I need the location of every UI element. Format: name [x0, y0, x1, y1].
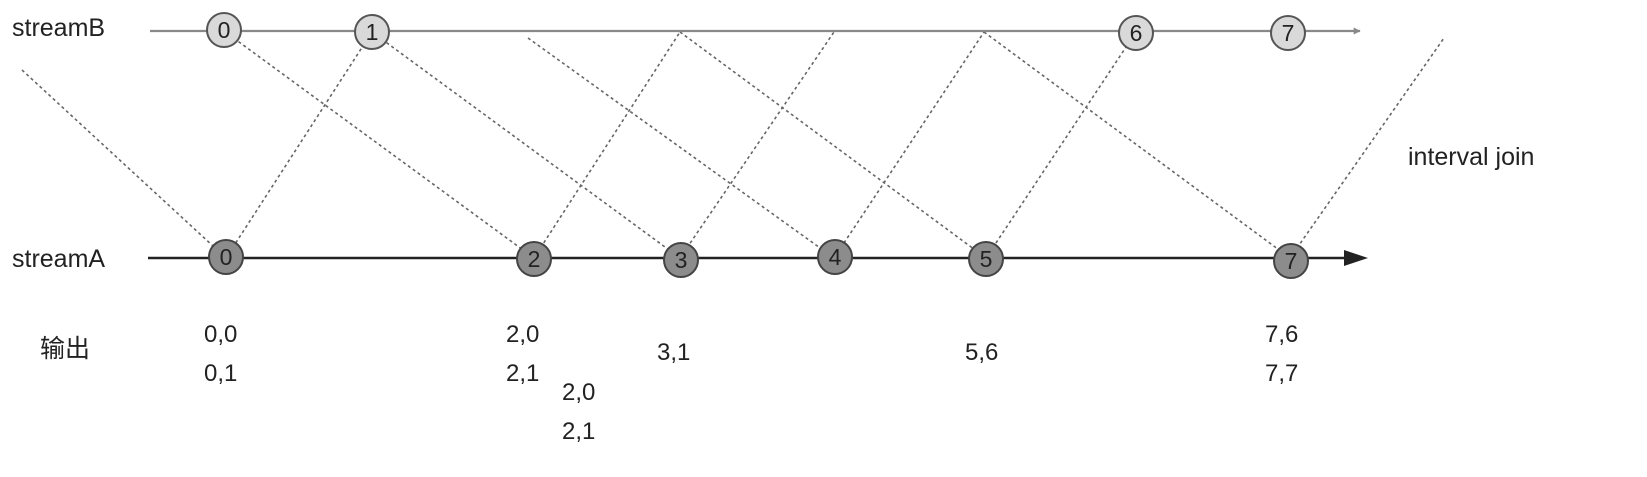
output-pair: 0,1	[204, 360, 237, 387]
window-line	[985, 31, 1137, 259]
output-pair: 2,1	[562, 418, 595, 445]
output-group: 3,1	[657, 339, 690, 366]
svg-text:4: 4	[829, 244, 842, 270]
svg-text:5: 5	[980, 246, 993, 272]
window-line	[533, 31, 681, 259]
output-pair: 5,6	[965, 339, 998, 366]
svg-text:2: 2	[528, 246, 541, 272]
streamA-label: streamA	[12, 245, 105, 273]
streamA-event: 3	[663, 242, 699, 278]
output-pair: 7,6	[1265, 321, 1298, 348]
diagram-title: interval join	[1408, 143, 1534, 171]
window-line	[679, 31, 835, 259]
window-line	[223, 30, 535, 259]
output-pair: 2,0	[562, 379, 595, 406]
output-group: 5,6	[965, 339, 998, 366]
window-line	[679, 31, 987, 259]
svg-text:6: 6	[1130, 20, 1143, 46]
svg-text:3: 3	[675, 247, 688, 273]
streamA-event: 5	[968, 241, 1004, 277]
streamA-event: 0	[208, 239, 244, 275]
output-pair: 7,7	[1265, 360, 1298, 387]
window-line	[527, 37, 835, 259]
streamA-event: 2	[516, 241, 552, 277]
streamB-event: 0	[206, 12, 242, 48]
svg-text:7: 7	[1282, 20, 1295, 46]
streamA-event: 4	[817, 239, 853, 275]
window-line	[371, 31, 681, 259]
streamB-event: 1	[354, 14, 390, 50]
streamA-arrowhead	[1344, 250, 1368, 266]
output-pair: 2,1	[506, 360, 539, 387]
streamB-label: streamB	[12, 14, 105, 42]
output-label: 输出	[40, 335, 90, 363]
window-line	[983, 31, 1291, 259]
output-pair: 2,0	[506, 321, 539, 348]
window-line	[21, 69, 227, 259]
streamA-event: 7	[1273, 243, 1309, 279]
output-group: 7,6 7,7	[1265, 321, 1298, 387]
window-line	[225, 31, 373, 259]
output-group: 0,0 0,1	[204, 321, 237, 387]
output-pair: 0,0	[204, 321, 237, 348]
output-group: 2,0 2,1	[506, 321, 539, 387]
svg-text:0: 0	[218, 17, 231, 43]
streamB-event: 7	[1270, 15, 1306, 51]
svg-text:1: 1	[366, 19, 379, 45]
window-lines	[21, 30, 1445, 259]
output-pair: 3,1	[657, 339, 690, 366]
window-line	[1289, 37, 1445, 259]
window-line	[833, 31, 985, 259]
streamB-event: 6	[1118, 15, 1154, 51]
svg-text:7: 7	[1285, 248, 1298, 274]
output-group: 2,0 2,1	[562, 379, 595, 445]
svg-text:0: 0	[220, 244, 233, 270]
